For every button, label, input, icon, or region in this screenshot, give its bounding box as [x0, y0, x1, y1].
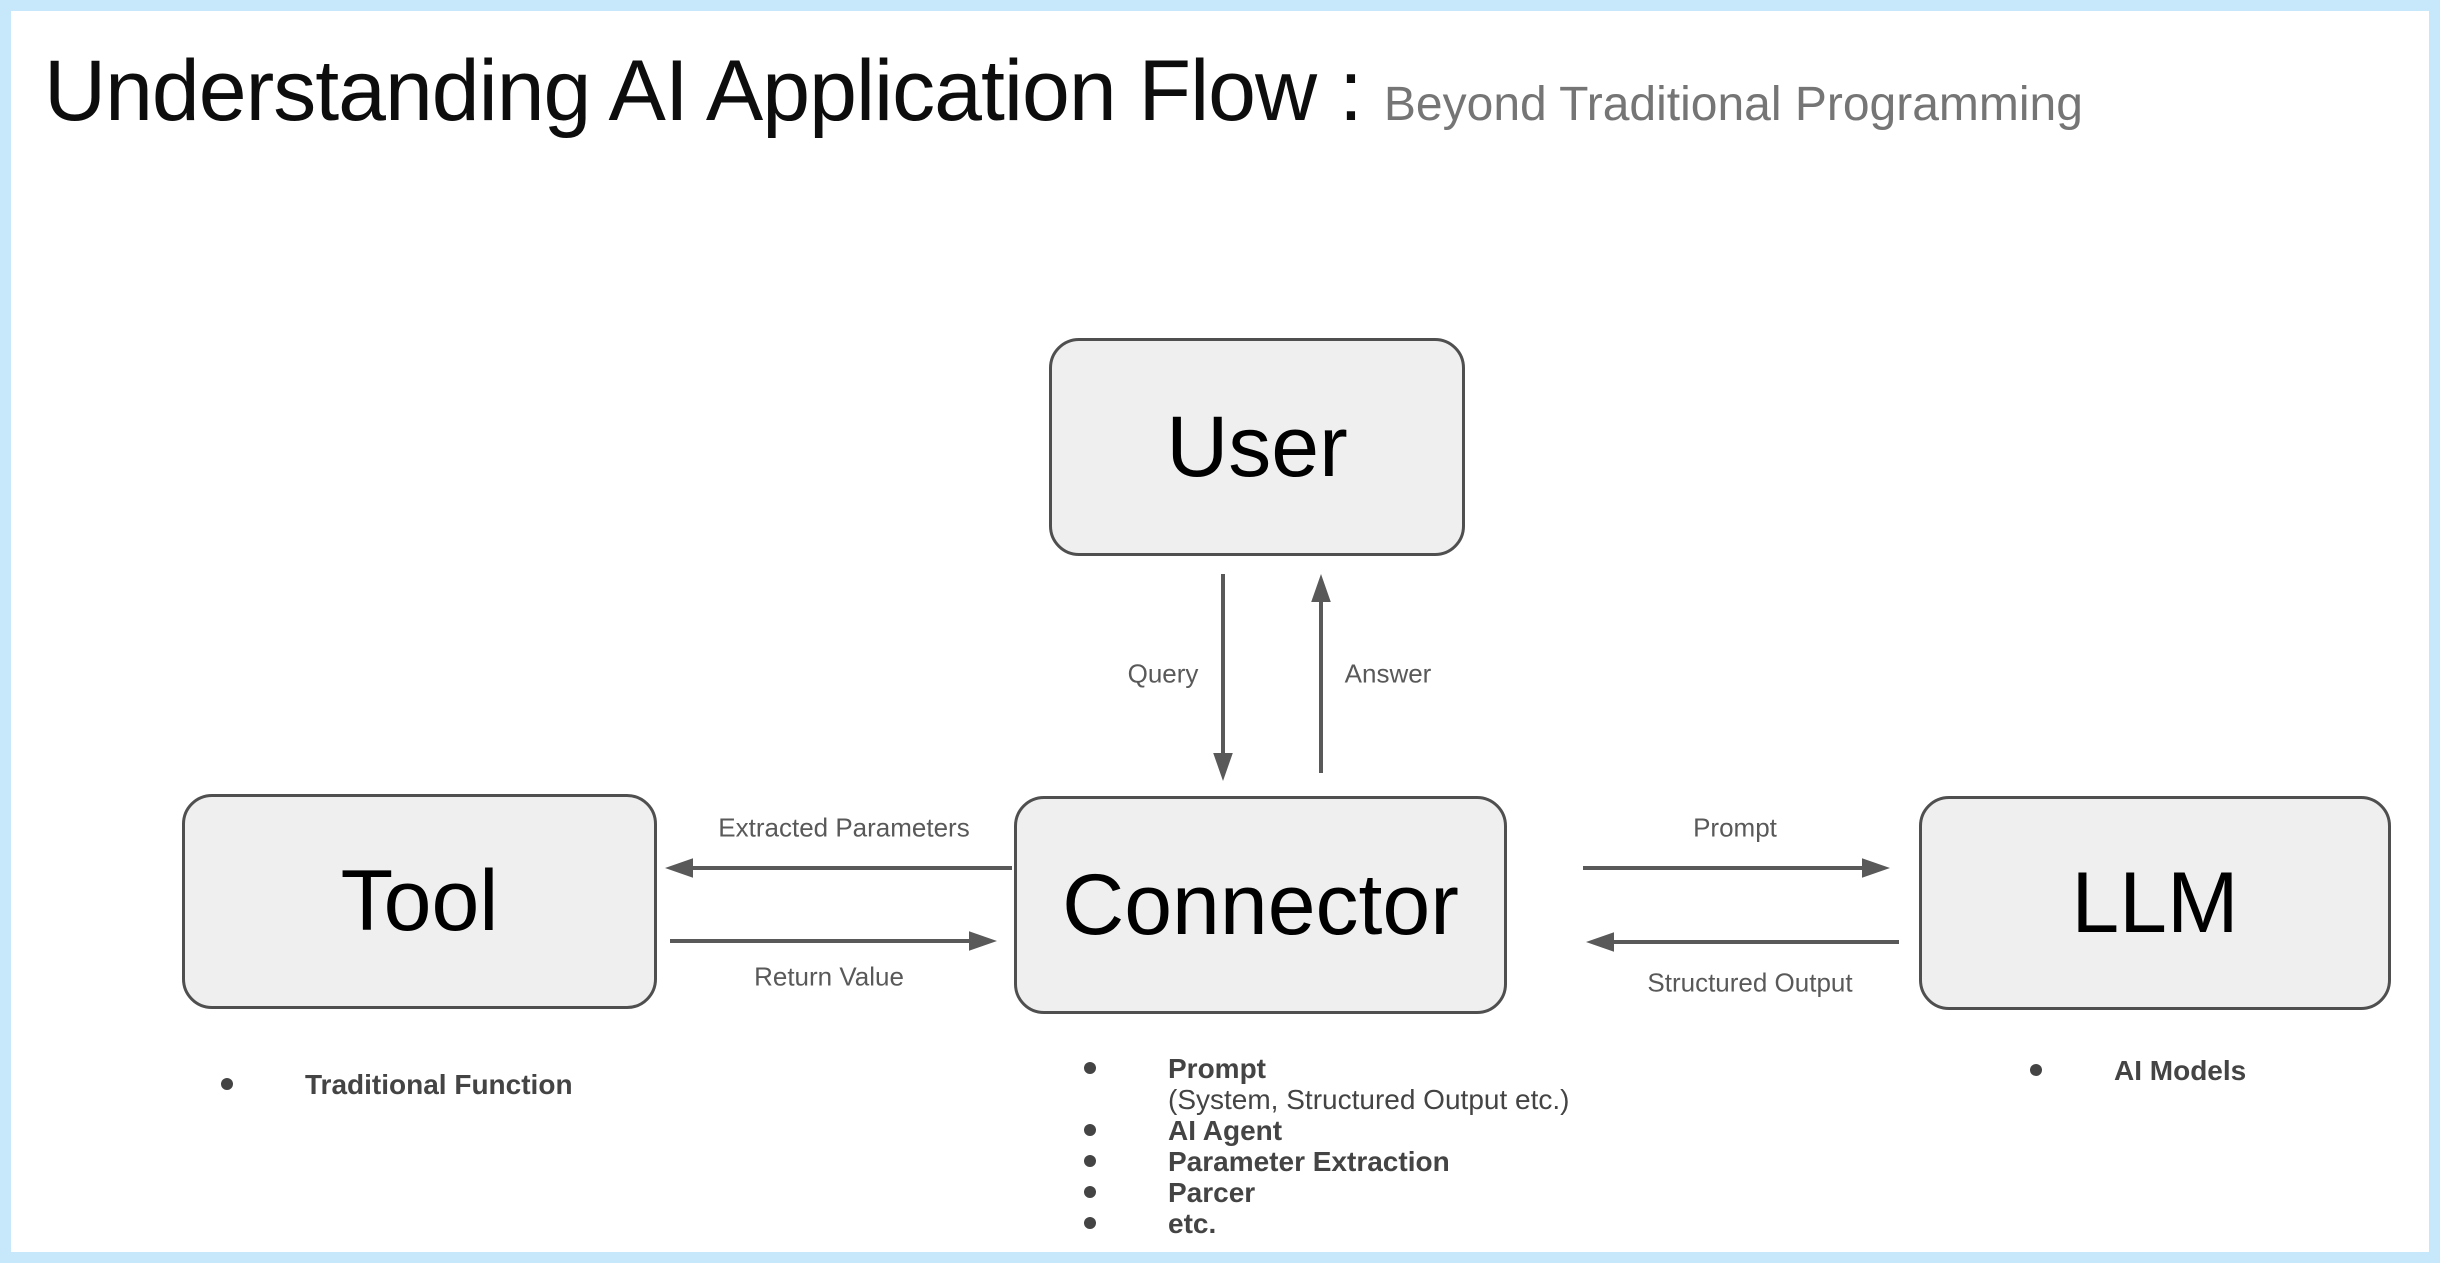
list-item: Parcer	[1084, 1177, 1569, 1208]
edge-label-answer: Answer	[1344, 658, 1432, 689]
node-llm-label: LLM	[2071, 854, 2239, 951]
list-item: Parameter Extraction	[1084, 1146, 1569, 1177]
node-connector: Connector	[1014, 796, 1507, 1014]
llm-note-text: AI Models	[2114, 1055, 2247, 1086]
bullet-icon	[2030, 1064, 2042, 1076]
list-item: Prompt (System, Structured Output etc.)	[1084, 1053, 1569, 1115]
node-llm: LLM	[1919, 796, 2391, 1010]
list-item: AI Models	[2030, 1055, 2246, 1086]
bullet-icon	[1084, 1217, 1096, 1229]
list-item: Traditional Function	[221, 1069, 573, 1100]
connector-notes-list: Prompt (System, Structured Output etc.) …	[1084, 1053, 1569, 1239]
connector-note-subtext: (System, Structured Output etc.)	[1168, 1084, 1570, 1115]
edge-label-prompt: Prompt	[1693, 812, 1777, 843]
node-tool-label: Tool	[340, 853, 499, 949]
page-subtitle: Beyond Traditional Programming	[1383, 78, 2083, 131]
node-user-label: User	[1166, 398, 1348, 495]
edge-label-return-value: Return Value	[754, 961, 904, 992]
tool-note-text: Traditional Function	[305, 1069, 573, 1100]
connector-note-text: AI Agent	[1168, 1115, 1283, 1146]
bullet-icon	[1084, 1062, 1096, 1074]
page-title: Understanding AI Application Flow :	[44, 43, 1363, 139]
edge-label-structured-output: Structured Output	[1647, 967, 1853, 998]
connector-note-text: Parcer	[1168, 1177, 1256, 1208]
node-user: User	[1049, 338, 1465, 556]
bullet-icon	[1084, 1155, 1096, 1167]
list-item: etc.	[1084, 1208, 1569, 1239]
bullet-icon	[221, 1078, 233, 1090]
connector-note-text: etc.	[1168, 1208, 1217, 1239]
tool-notes-list: Traditional Function	[221, 1069, 573, 1100]
node-tool: Tool	[182, 794, 657, 1009]
node-connector-label: Connector	[1062, 856, 1459, 953]
slide-title-row: Understanding AI Application Flow : Beyo…	[44, 44, 2419, 139]
edge-label-query: Query	[1127, 658, 1199, 689]
edge-label-extracted-parameters: Extracted Parameters	[718, 812, 970, 843]
bullet-icon	[1084, 1186, 1096, 1198]
connector-note-text: Prompt	[1168, 1053, 1266, 1084]
bullet-icon	[1084, 1124, 1096, 1136]
llm-notes-list: AI Models	[2030, 1055, 2246, 1086]
list-item: AI Agent	[1084, 1115, 1569, 1146]
connector-note-text: Parameter Extraction	[1168, 1146, 1450, 1177]
